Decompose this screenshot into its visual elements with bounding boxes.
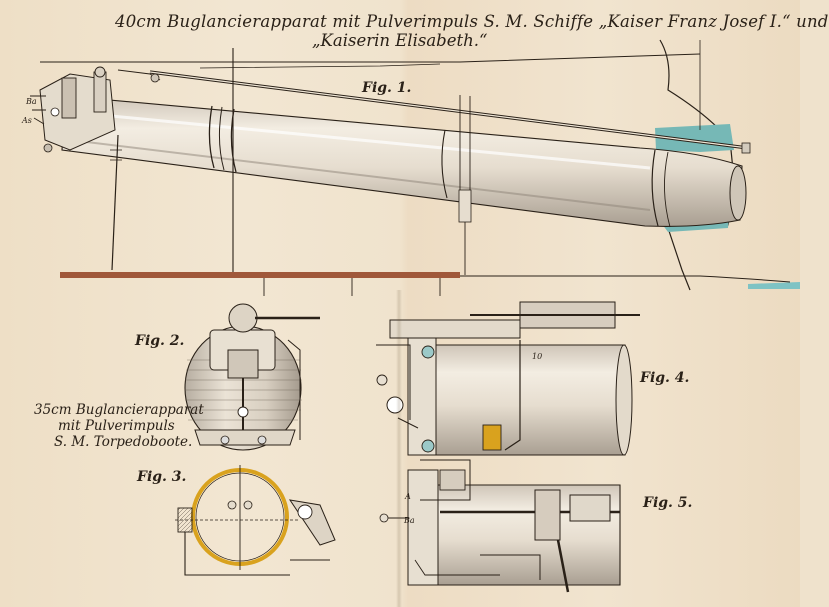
plate-title: 40cm Buglancierapparat mit Pulverimpuls … — [115, 12, 829, 31]
fig3-label: Fig. 3. — [137, 469, 187, 485]
deck-plank — [60, 272, 460, 278]
caption-line2: mit Pulverimpuls — [58, 418, 175, 434]
fig4-drawing — [376, 301, 640, 456]
fig3-drawing — [175, 465, 336, 576]
breech-mechanism — [30, 66, 161, 271]
caption-line3: S. M. Torpedoboote. — [54, 434, 193, 450]
plate-title-line2: „Kaiserin Elisabeth.“ — [312, 31, 488, 50]
fig2-label: Fig. 2. — [135, 333, 185, 349]
fig5-drawing — [379, 459, 621, 593]
fig1-drawing — [30, 39, 800, 296]
fig2-drawing — [184, 303, 320, 451]
fig1-label: Fig. 1. — [362, 80, 412, 96]
part-label-10: 10 — [532, 352, 543, 361]
part-label-as: As — [22, 116, 32, 125]
fig4-label: Fig. 4. — [640, 370, 690, 386]
part-label-a: A — [405, 492, 411, 501]
fig5-label: Fig. 5. — [643, 495, 693, 511]
technical-drawing — [30, 39, 800, 593]
waterline — [748, 282, 800, 289]
part-label-ba: Ba — [26, 97, 37, 106]
caption-line1: 35cm Buglancierapparat — [34, 402, 204, 418]
part-label-ba-fig5: Ba — [404, 516, 415, 525]
launch-tube — [61, 95, 743, 227]
fold-crease — [396, 290, 402, 607]
